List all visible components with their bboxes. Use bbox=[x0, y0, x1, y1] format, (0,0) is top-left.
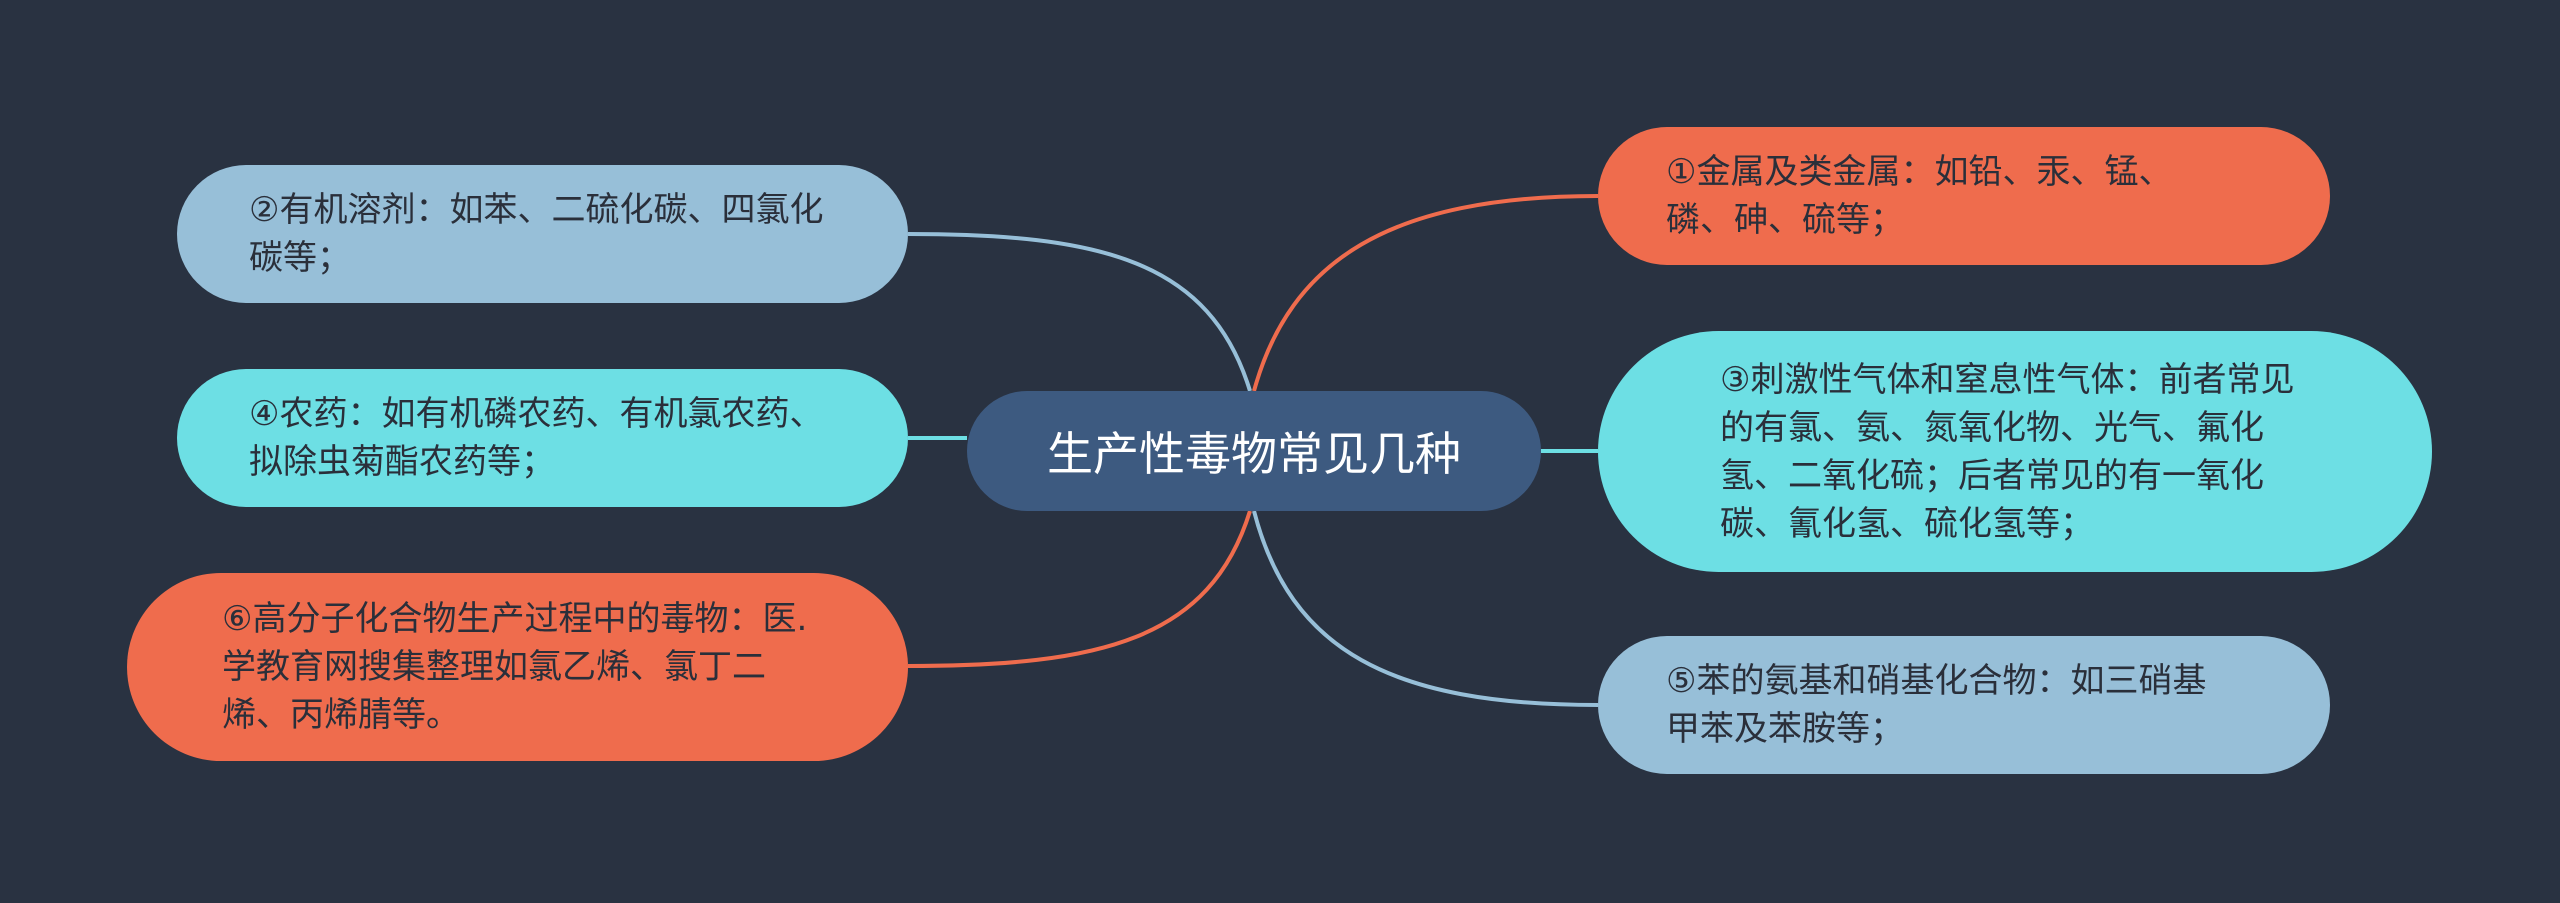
topic-irritant-gases-label: ③刺激性气体和窒息性气体：前者常见的有氯、氨、氮氧化物、光气、氟化氢、二氧化硫；… bbox=[1720, 359, 2295, 544]
topic-pesticides[interactable]: ④农药：如有机磷农药、有机氯农药、拟除虫菊酯农药等； bbox=[177, 369, 908, 507]
connector-n1 bbox=[1252, 194, 1599, 392]
topic-metals-label: ①金属及类金属：如铅、汞、锰、磷、砷、硫等； bbox=[1666, 152, 2173, 240]
topic-organic-solvents-label: ②有机溶剂：如苯、二硫化碳、四氯化碳等； bbox=[249, 190, 824, 278]
topic-organic-solvents[interactable]: ②有机溶剂：如苯、二硫化碳、四氯化碳等； bbox=[177, 165, 908, 303]
topic-aniline-compounds[interactable]: ⑤苯的氨基和硝基化合物：如三硝基甲苯及苯胺等； bbox=[1598, 636, 2330, 774]
topic-polymer-toxins-label: ⑥高分子化合物生产过程中的毒物：医.学教育网搜集整理如氯乙烯、氯丁二烯、丙烯腈等… bbox=[222, 599, 808, 735]
connector-n5 bbox=[1252, 510, 1599, 707]
connector-n6 bbox=[907, 510, 1252, 668]
topic-irritant-gases[interactable]: ③刺激性气体和窒息性气体：前者常见的有氯、氨、氮氧化物、光气、氟化氢、二氧化硫；… bbox=[1598, 331, 2432, 572]
central-topic-label: 生产性毒物常见几种 bbox=[1047, 427, 1461, 481]
topic-metals[interactable]: ①金属及类金属：如铅、汞、锰、磷、砷、硫等； bbox=[1598, 127, 2330, 265]
topic-pesticides-label: ④农药：如有机磷农药、有机氯农药、拟除虫菊酯农药等； bbox=[249, 394, 824, 482]
topic-polymer-toxins[interactable]: ⑥高分子化合物生产过程中的毒物：医.学教育网搜集整理如氯乙烯、氯丁二烯、丙烯腈等… bbox=[127, 573, 908, 761]
central-topic[interactable]: 生产性毒物常见几种 bbox=[967, 391, 1541, 511]
connector-n2 bbox=[907, 232, 1252, 392]
topic-aniline-compounds-label: ⑤苯的氨基和硝基化合物：如三硝基甲苯及苯胺等； bbox=[1666, 661, 2207, 749]
